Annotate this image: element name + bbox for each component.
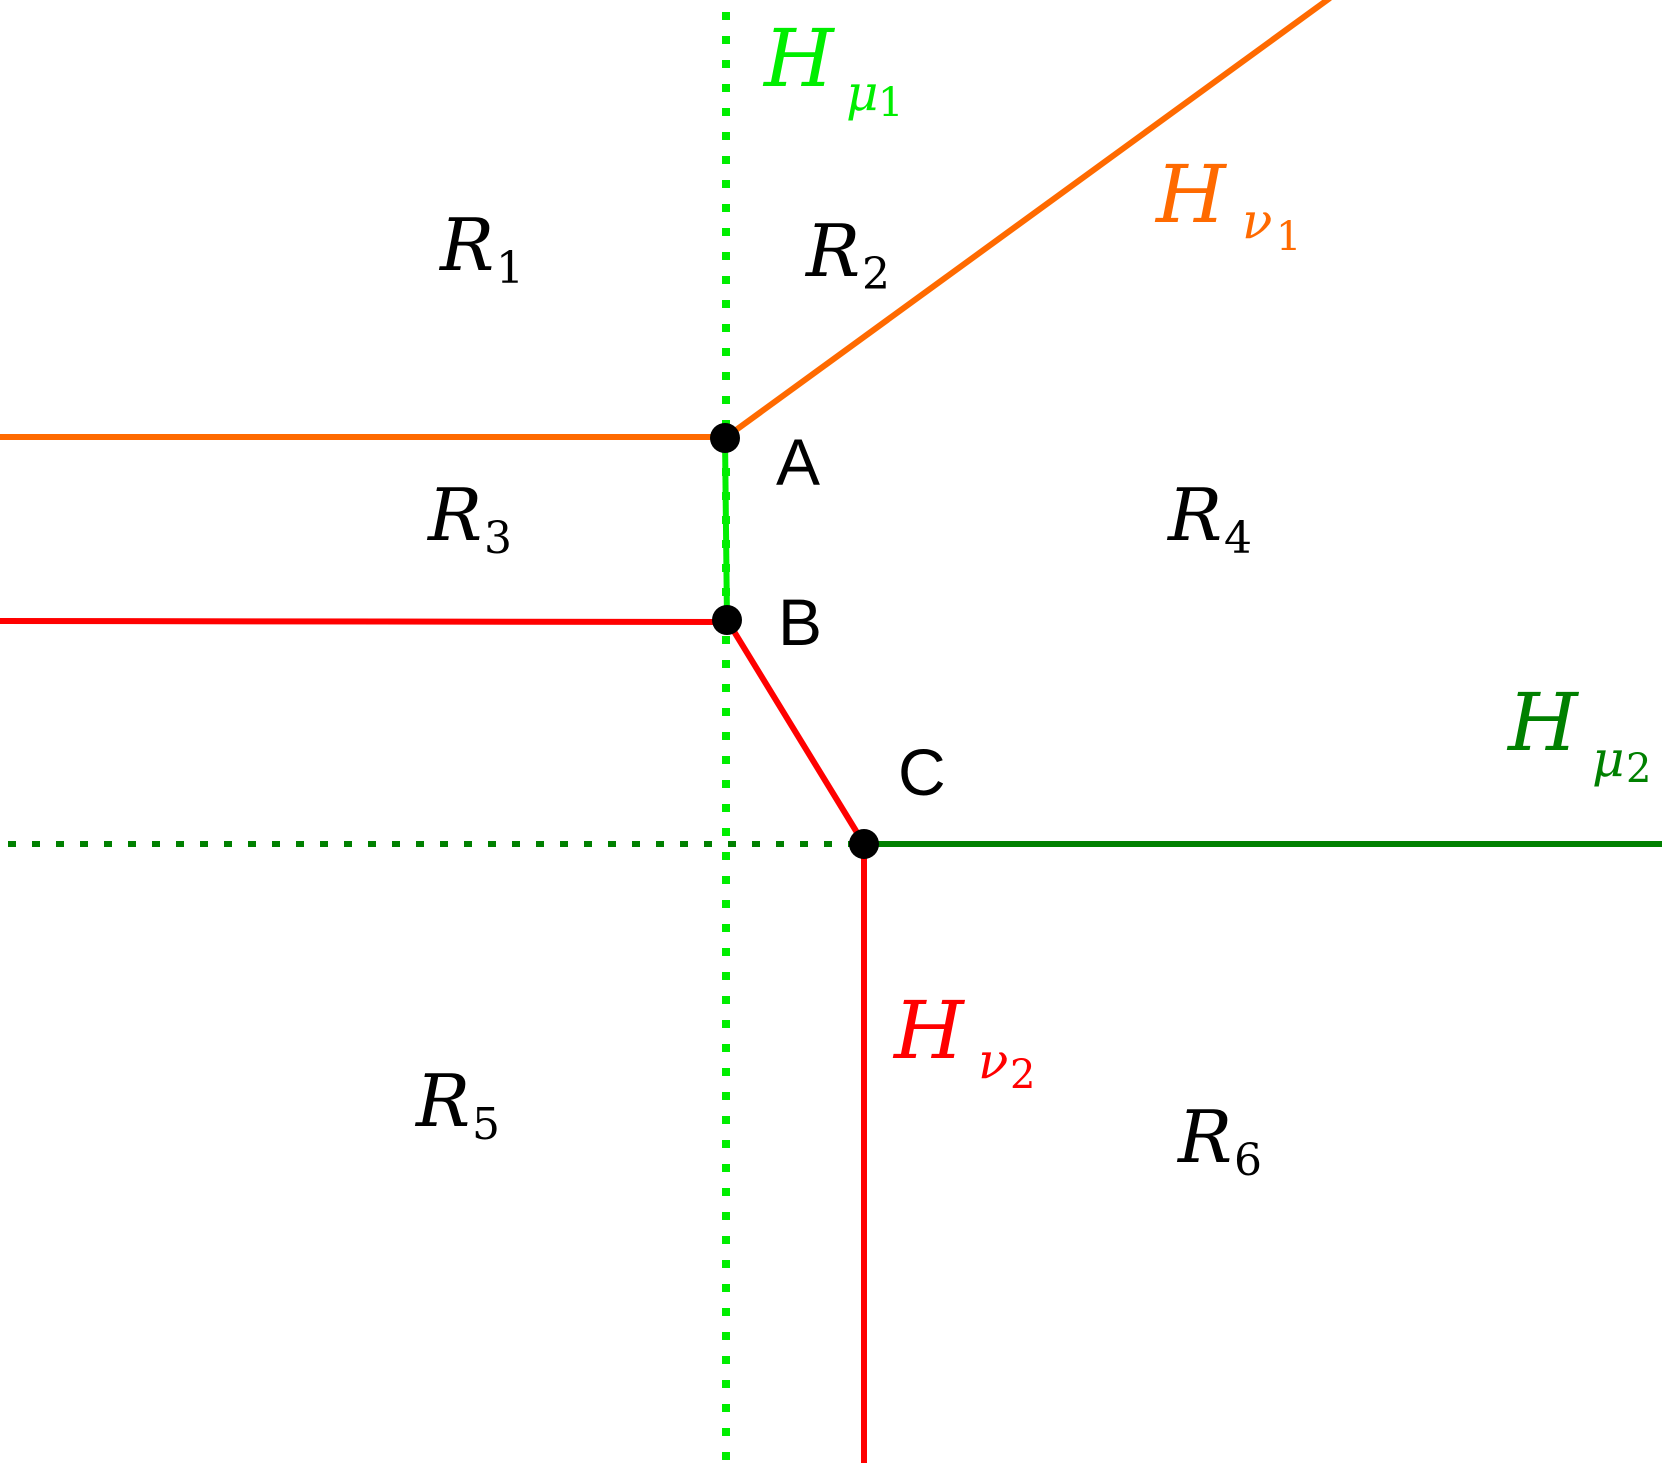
region-r2-label: R 2 [804, 209, 890, 300]
svg-text:R: R [804, 209, 860, 293]
region-r3-label: R 3 [426, 473, 512, 564]
svg-text:6: 6 [1234, 1135, 1262, 1186]
svg-text:5: 5 [472, 1099, 500, 1150]
svg-text:1: 1 [878, 80, 903, 126]
point-b-marker [712, 605, 742, 635]
hyperplane-mu1-label: H μ 1 [762, 12, 903, 126]
hyperplane-nu1-diagonal-line [723, 0, 1332, 441]
hyperplane-nu2-horizontal-line [0, 618, 728, 625]
svg-text:R: R [1176, 1095, 1232, 1179]
point-a-label: A [776, 425, 820, 499]
region-r1-label: R 1 [438, 203, 524, 294]
svg-text:R: R [426, 473, 482, 557]
svg-text:ν: ν [978, 1032, 1008, 1090]
point-b-label: B [778, 585, 822, 659]
svg-text:3: 3 [484, 513, 512, 564]
hyperplane-mu1-solid-segment [722, 437, 730, 621]
region-r6-label: R 6 [1176, 1095, 1262, 1186]
point-c-label: C [898, 735, 946, 809]
hyperplane-mu2-label: H μ 2 [1506, 676, 1651, 792]
region-r5-label: R 5 [414, 1059, 500, 1150]
hyperplane-nu1-label: H ν 1 [1154, 148, 1301, 260]
svg-text:R: R [1166, 473, 1222, 557]
svg-text:R: R [414, 1059, 470, 1143]
svg-text:H: H [892, 984, 966, 1077]
point-a-marker [710, 423, 740, 453]
point-c-marker [849, 829, 879, 859]
svg-text:ν: ν [1242, 192, 1272, 250]
svg-text:μ: μ [846, 64, 879, 122]
region-r4-label: R 4 [1166, 473, 1252, 564]
svg-text:H: H [762, 12, 836, 105]
svg-text:2: 2 [1010, 1052, 1035, 1098]
svg-text:R: R [438, 203, 494, 287]
hyperplane-nu2-diagonal-line [724, 618, 867, 846]
svg-text:4: 4 [1224, 513, 1252, 564]
svg-text:H: H [1154, 148, 1228, 241]
svg-text:2: 2 [1626, 746, 1651, 792]
hyperplane-nu2-label: H ν 2 [892, 984, 1035, 1098]
svg-text:1: 1 [1276, 214, 1301, 260]
svg-text:2: 2 [862, 249, 890, 300]
svg-text:μ: μ [1592, 730, 1625, 788]
svg-text:1: 1 [496, 243, 524, 294]
svg-text:H: H [1506, 676, 1580, 769]
